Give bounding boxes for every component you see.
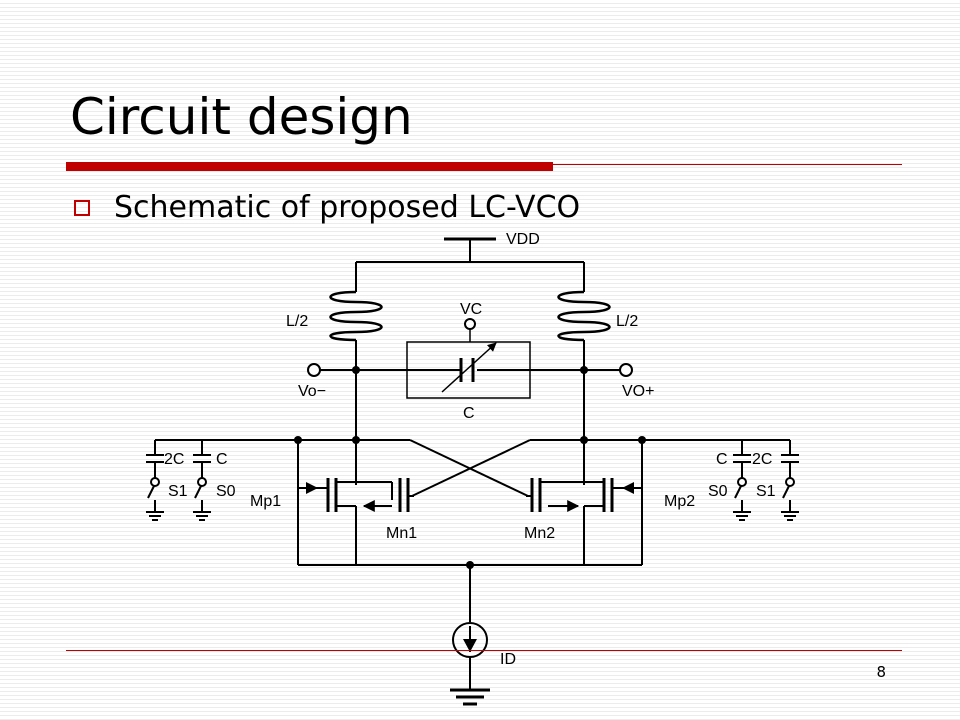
label-mn2: Mn2 xyxy=(524,525,555,542)
title-accent-bar xyxy=(66,162,553,171)
label-s1-right: S1 xyxy=(756,483,776,500)
label-id: ID xyxy=(500,651,516,668)
schematic-terminals xyxy=(150,318,795,487)
label-2c-right: 2C xyxy=(752,451,772,468)
schematic-markers xyxy=(294,366,646,652)
label-mp2: Mp2 xyxy=(664,493,695,510)
label-l-left: L/2 xyxy=(286,313,308,330)
square-bullet-icon xyxy=(74,200,90,216)
label-l-right: L/2 xyxy=(616,313,638,330)
bullet-text: Schematic of proposed LC-VCO xyxy=(114,190,581,225)
label-vo-minus: Vo− xyxy=(298,383,326,400)
slide-title: Circuit design xyxy=(70,88,413,146)
label-c-left: C xyxy=(216,451,228,468)
label-mp1: Mp1 xyxy=(250,493,281,510)
label-s0-left: S0 xyxy=(216,483,236,500)
label-vdd: VDD xyxy=(506,231,540,248)
schematic-labels: VDD VC L/2 L/2 C Vo− VO+ 2C C C 2C S1 S0… xyxy=(164,231,776,668)
label-vo-plus: VO+ xyxy=(622,383,654,400)
label-s0-right: S0 xyxy=(708,483,728,500)
label-vc: VC xyxy=(460,301,482,318)
label-c-var: C xyxy=(463,405,475,422)
label-mn1: Mn1 xyxy=(386,525,417,542)
label-s1-left: S1 xyxy=(168,483,188,500)
schematic-wires xyxy=(146,237,799,706)
label-2c-left: 2C xyxy=(164,451,184,468)
bullet-item: Schematic of proposed LC-VCO xyxy=(74,193,580,223)
footer-rule xyxy=(66,650,902,651)
page-number: 8 xyxy=(876,663,886,681)
label-c-right: C xyxy=(716,451,728,468)
